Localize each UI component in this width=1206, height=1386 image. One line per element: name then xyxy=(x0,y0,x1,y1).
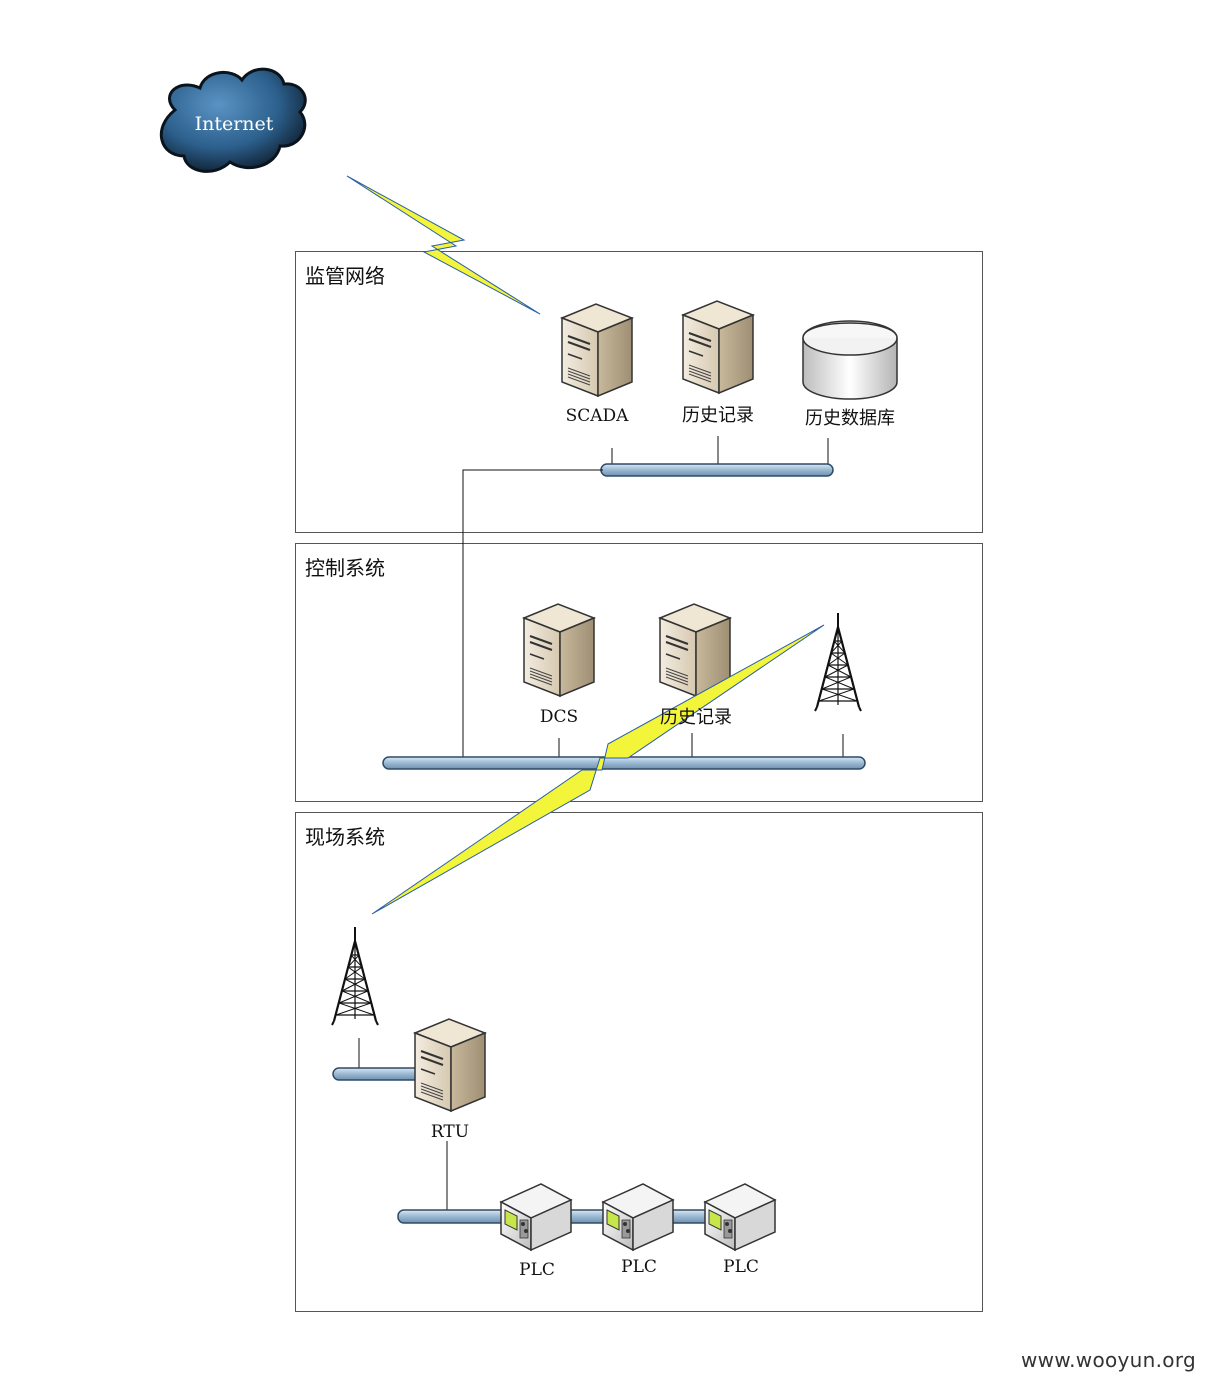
internet-label: Internet xyxy=(194,113,274,135)
scada-server-icon xyxy=(561,303,633,397)
zone-title: 控制系统 xyxy=(305,556,385,580)
zone-title: 现场系统 xyxy=(305,825,385,849)
control-bus xyxy=(382,756,866,770)
scada-label: SCADA xyxy=(565,406,629,426)
plc-device-icon xyxy=(500,1183,572,1251)
radio-tower-icon xyxy=(330,925,380,1027)
wireless-link-internet xyxy=(346,175,541,315)
radio-tower-icon xyxy=(813,611,863,713)
plc-label: PLC xyxy=(519,1260,555,1280)
cloud-icon xyxy=(159,67,307,173)
plc-label: PLC xyxy=(621,1257,657,1277)
zone-title: 监管网络 xyxy=(305,264,385,288)
uplink-line xyxy=(462,469,603,757)
rtu-bus xyxy=(332,1067,424,1081)
history-record-label: 历史记录 xyxy=(660,707,732,728)
dcs-label: DCS xyxy=(539,707,579,727)
supervision-bus xyxy=(600,463,834,477)
history-server-icon xyxy=(682,300,754,394)
database-icon xyxy=(802,320,898,400)
plc-label: PLC xyxy=(723,1257,759,1277)
plc-device-icon xyxy=(602,1183,674,1251)
rtu-server-icon xyxy=(414,1018,486,1112)
watermark: www.wooyun.org xyxy=(1021,1348,1196,1372)
dcs-server-icon xyxy=(523,603,595,697)
plc-device-icon xyxy=(704,1183,776,1251)
history-database-label: 历史数据库 xyxy=(805,408,895,429)
history-record-label: 历史记录 xyxy=(682,405,754,426)
wireless-link-field xyxy=(371,624,825,915)
rtu-label: RTU xyxy=(430,1122,470,1142)
